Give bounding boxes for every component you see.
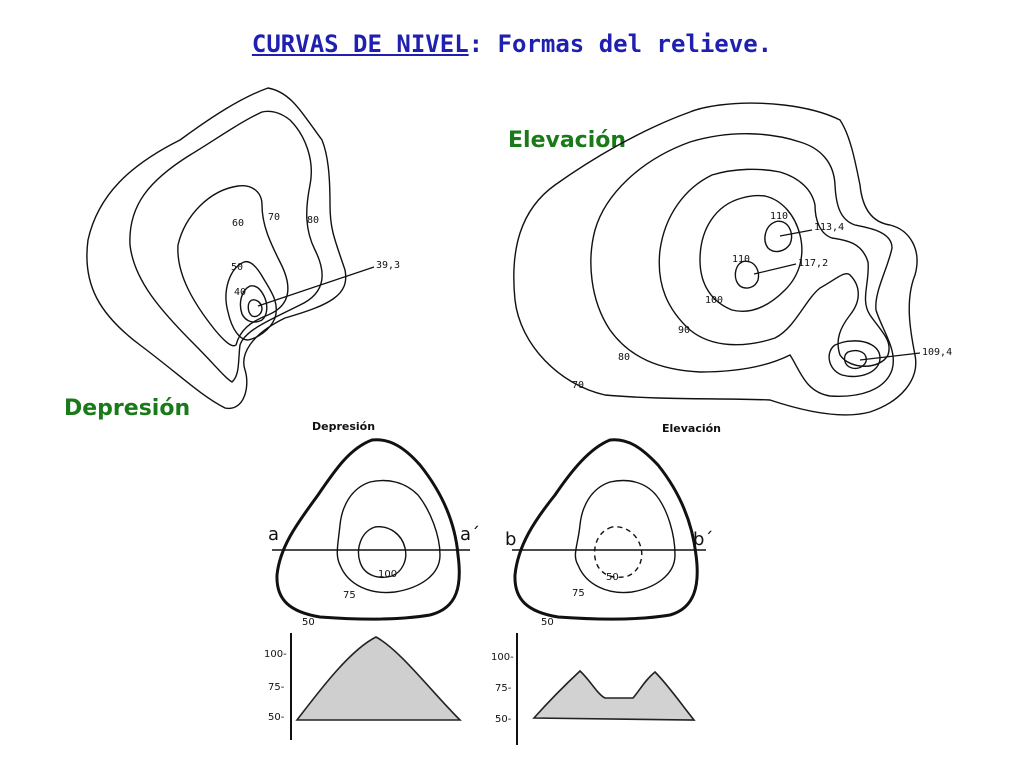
contour-label-100-dep: 100 xyxy=(378,569,397,580)
contour-70 xyxy=(129,110,323,383)
contour-100-e xyxy=(699,194,803,312)
contour-label-80: 80 xyxy=(307,215,319,226)
contour-80 xyxy=(86,87,347,409)
slide-title: CURVAS DE NIVEL: Formas del relieve. xyxy=(0,30,1024,58)
contour-label-40: 40 xyxy=(234,287,246,298)
contour-50-elev-inner xyxy=(593,526,643,579)
contour-60 xyxy=(177,185,289,347)
section-label-b: b xyxy=(505,529,516,550)
contour-50-elev-outer xyxy=(513,438,699,621)
tick-100-dep: 100- xyxy=(264,649,287,660)
contour-label-110b: 110 xyxy=(732,254,750,265)
contour-label-75-elev: 75 xyxy=(572,588,585,599)
contour-label-110a: 110 xyxy=(770,211,788,222)
title-underlined: CURVAS DE NIVEL xyxy=(251,30,469,58)
profile-shape-elev xyxy=(532,669,696,721)
lower-depresion-title: Depresión xyxy=(312,420,375,433)
section-label-a-prime: a´ xyxy=(460,524,480,545)
spot-height-109: 109,4 xyxy=(922,347,952,358)
contour-39 xyxy=(247,299,263,318)
contour-40 xyxy=(239,285,268,323)
section-label-a: a xyxy=(268,524,279,545)
spot-height-label: 39,3 xyxy=(376,260,400,271)
leader-113 xyxy=(779,229,813,237)
section-label-b-prime: b´ xyxy=(693,529,713,550)
contour-label-50-elev: 50 xyxy=(541,617,554,628)
contour-90-e xyxy=(658,168,890,367)
contour-75-elev xyxy=(574,479,676,594)
contour-50-dep xyxy=(275,438,461,621)
contour-110b-e xyxy=(734,260,760,289)
title-rest: : Formas del relieve. xyxy=(468,30,773,58)
tick-50-dep: 50- xyxy=(268,712,285,723)
tick-100-elev: 100- xyxy=(491,652,514,663)
map-elevacion: 110 110 100 90 80 70 113,4 117,2 109,4 xyxy=(513,102,952,416)
contour-label-60: 60 xyxy=(232,218,244,229)
leader-109 xyxy=(859,352,921,361)
contour-label-50-dep: 50 xyxy=(302,617,315,628)
contour-50 xyxy=(225,260,277,341)
spot-leader-line xyxy=(257,266,375,307)
spot-height-117: 117,2 xyxy=(798,258,828,269)
map-depresion: 60 70 80 50 40 39,3 xyxy=(86,87,400,409)
tick-50-elev: 50- xyxy=(495,714,512,725)
label-elevacion: Elevación xyxy=(508,128,627,153)
tick-75-elev: 75- xyxy=(495,683,512,694)
contour-110a-e xyxy=(764,220,793,253)
contour-label-70: 70 xyxy=(572,380,584,391)
lower-elevacion-title: Elevación xyxy=(662,422,721,435)
tick-75-dep: 75- xyxy=(268,682,285,693)
profile-shape-dep xyxy=(295,636,462,721)
label-depresion: Depresión xyxy=(64,396,191,421)
lower-depresion: Depresión a a´ 100 75 50 100- 75- 50- xyxy=(264,420,480,740)
contour-label-50: 50 xyxy=(231,262,243,273)
contour-peak3-inner xyxy=(843,349,867,370)
spot-height-113: 113,4 xyxy=(814,222,844,233)
lower-elevacion: Elevación b b´ 50 75 50 100- 75- 50- xyxy=(491,422,721,745)
contour-label-90: 90 xyxy=(678,325,690,336)
contour-80-e xyxy=(590,133,894,397)
contour-label-75-dep: 75 xyxy=(343,590,356,601)
contour-label-50-elev-inner: 50 xyxy=(606,572,619,583)
contour-label-100: 100 xyxy=(705,295,723,306)
contour-label-70: 70 xyxy=(268,212,280,223)
contour-75-dep xyxy=(336,479,441,594)
contour-70-e xyxy=(513,102,918,416)
contour-label-80: 80 xyxy=(618,352,630,363)
leader-117 xyxy=(753,263,797,275)
